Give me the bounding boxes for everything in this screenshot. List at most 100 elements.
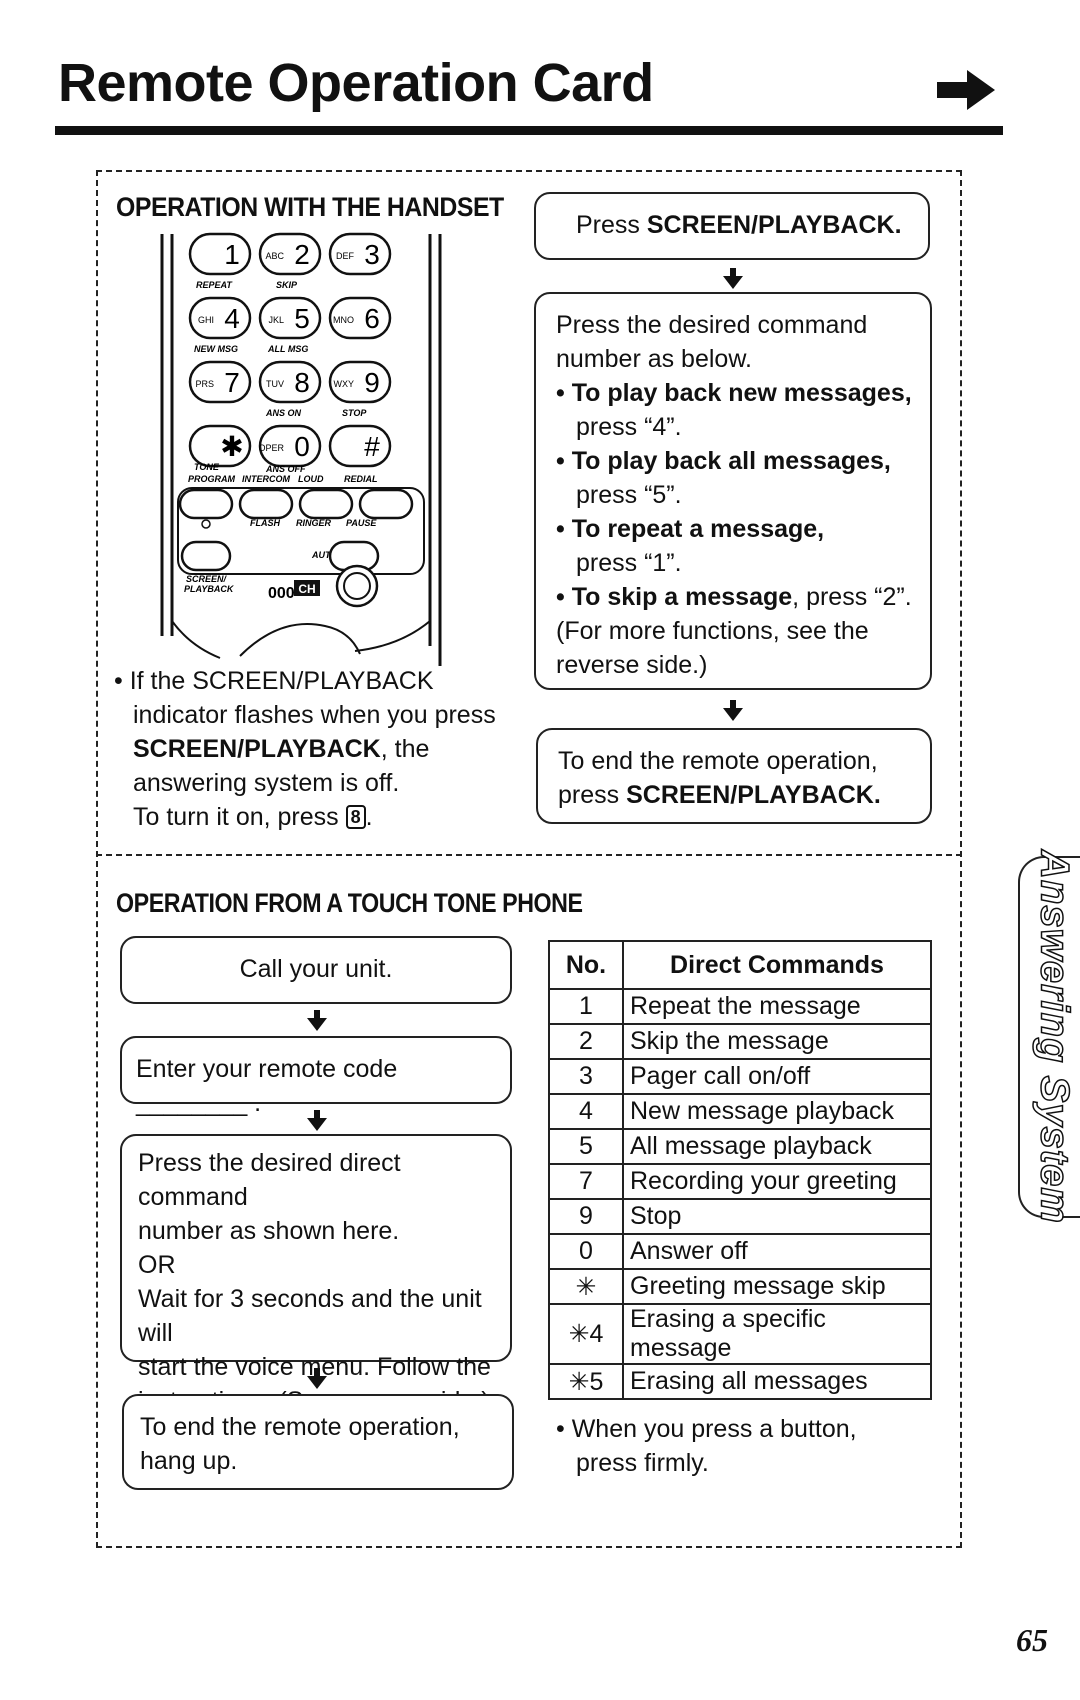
key-label-flash: FLASH [250,518,280,528]
key-label-redial: REDIAL [344,474,378,484]
key-label-tone: TONE [194,462,220,472]
key-label-ans_off: ANS OFF [265,464,306,474]
command-description: Skip the message [622,1023,932,1060]
key-label-all_msg: ALL MSG [267,344,308,354]
svg-text:ABC: ABC [265,251,284,261]
touchtone-step-4: To end the remote operation, hang up. [122,1394,514,1490]
down-arrow-icon [307,1010,327,1031]
touchtone-step-2: Enter your remote code ________ . [120,1036,512,1117]
touchtone-step-3: Press the desired direct command number … [120,1134,512,1415]
command-number: 5 [548,1128,624,1165]
command-number: 3 [548,1058,624,1095]
key-label-stop: STOP [342,408,367,418]
keypad-key-9: WXY 9 [328,360,392,404]
touchtone-heading: OPERATION FROM A TOUCH TONE PHONE [116,888,583,918]
key-label-new_msg: NEW MSG [194,344,238,354]
svg-text:OPER: OPER [258,443,284,453]
down-arrow-icon [307,1368,327,1389]
table-header-no: No. [548,940,624,990]
svg-text:8: 8 [294,367,310,398]
command-description: Recording your greeting [622,1163,932,1200]
command-number: ✳5 [548,1363,624,1400]
command-number: 2 [548,1023,624,1060]
handset-heading: OPERATION WITH THE HANDSET [116,192,504,222]
command-number: 9 [548,1198,624,1235]
handset-step-3: To end the remote operation, press SCREE… [536,728,932,824]
page-number: 65 [1016,1622,1048,1658]
title-rule [55,126,1003,135]
svg-text:DEF: DEF [336,251,355,261]
svg-text:6: 6 [364,303,380,334]
key-label-loud: LOUD [298,474,324,484]
function-button-2 [238,488,294,520]
screen-playback-button [180,540,232,572]
command-number: 1 [548,988,624,1025]
table-row: ✳Greeting message skip [548,1268,932,1305]
svg-text:4: 4 [224,303,240,334]
svg-text:WXY: WXY [333,379,354,389]
command-number: 4 [548,1093,624,1130]
command-number: ✳4 [548,1303,624,1365]
svg-text:GHI: GHI [198,315,214,325]
key-label-playback: PLAYBACK [184,584,235,594]
svg-text:2: 2 [294,239,310,270]
page-title: Remote Operation Card [58,53,654,113]
command-number: 0 [548,1233,624,1270]
key-label-ringer: RINGER [296,518,332,528]
svg-text:5: 5 [294,303,310,334]
keypad-key-6: MNO 6 [328,296,392,340]
down-arrow-icon [723,700,743,721]
command-number: 7 [548,1163,624,1200]
key-label-intercom: INTERCOM [242,474,291,484]
command-description: Stop [622,1198,932,1235]
command-description: Erasing all messages [622,1363,932,1400]
keypad-key-10: ✱ [188,424,252,468]
handset-step-1: Press SCREEN/PLAYBACK. [534,192,930,260]
function-button-3 [298,488,354,520]
keypad-key-12: # [328,424,392,468]
svg-text:9: 9 [364,367,380,398]
key-8-icon: 8 [345,805,366,829]
keypad-key-3: DEF 3 [328,232,392,276]
down-arrow-icon [307,1110,327,1131]
key-label-ans_on: ANS ON [265,408,302,418]
command-description: Erasing a specific message [622,1303,932,1365]
keypad-key-8: TUV 8 [258,360,322,404]
card-frame [96,170,962,1548]
side-tab-label: Answering System [1032,849,1078,1224]
command-description: All message playback [622,1128,932,1165]
command-description: Pager call on/off [622,1058,932,1095]
handset-step-2: Press the desired command number as belo… [534,292,932,690]
function-button-1 [178,488,234,520]
svg-text:7: 7 [224,367,240,398]
table-header-commands: Direct Commands [622,940,932,990]
key-label-repeat: REPEAT [196,280,233,290]
table-header-row: No. Direct Commands [548,940,932,990]
command-description: Repeat the message [622,988,932,1025]
svg-text:TUV: TUV [266,379,284,389]
key-label-skip: SKIP [276,280,298,290]
side-tab [1018,856,1080,1218]
command-description: New message playback [622,1093,932,1130]
function-button-4 [358,488,414,520]
command-description: Answer off [622,1233,932,1270]
next-page-arrow-icon [937,70,995,110]
handset-note: • If the SCREEN/PLAYBACK indicator flash… [114,667,496,831]
svg-text:MNO: MNO [333,315,354,325]
key-label-program: PROGRAM [188,474,236,484]
down-arrow-icon [723,268,743,289]
key-label-mic: 000 [268,585,295,602]
command-number: ✳ [548,1268,624,1305]
svg-text:3: 3 [364,239,380,270]
